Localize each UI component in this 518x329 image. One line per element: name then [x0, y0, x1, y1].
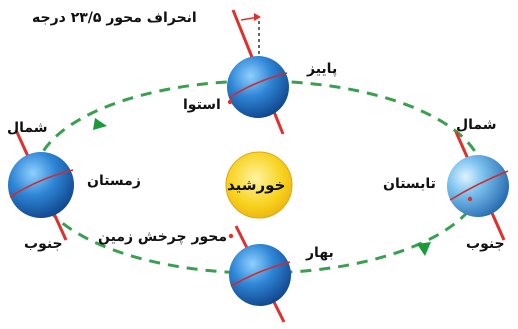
season-label-autumn: پاییز [307, 61, 338, 77]
sun-disc [225, 151, 293, 219]
earth-summer [447, 131, 509, 241]
north-label-left: شمال [7, 120, 48, 136]
equator-label: استوا [183, 97, 221, 113]
tilt-arrowhead [254, 13, 261, 21]
season-label-spring: بهار [306, 245, 334, 261]
south-label-right: جنوب [466, 236, 505, 252]
orbit-arrow-left [93, 118, 107, 130]
axis-label: محور چرخش زمین [98, 229, 228, 245]
north-label-right: شمال [456, 117, 497, 133]
orbit-arrow-right [417, 242, 431, 256]
south-label-left: جنوب [24, 236, 63, 252]
season-label-summer: تابستان [383, 176, 436, 192]
season-label-winter: زمستان [87, 173, 141, 189]
earth-winter [8, 129, 74, 241]
sun-label: خورشید [227, 176, 286, 194]
tilt-label: انحراف محور ۲۳/۵ درجه [32, 10, 197, 26]
earth-autumn [227, 9, 289, 135]
earth-spring [228, 225, 291, 323]
